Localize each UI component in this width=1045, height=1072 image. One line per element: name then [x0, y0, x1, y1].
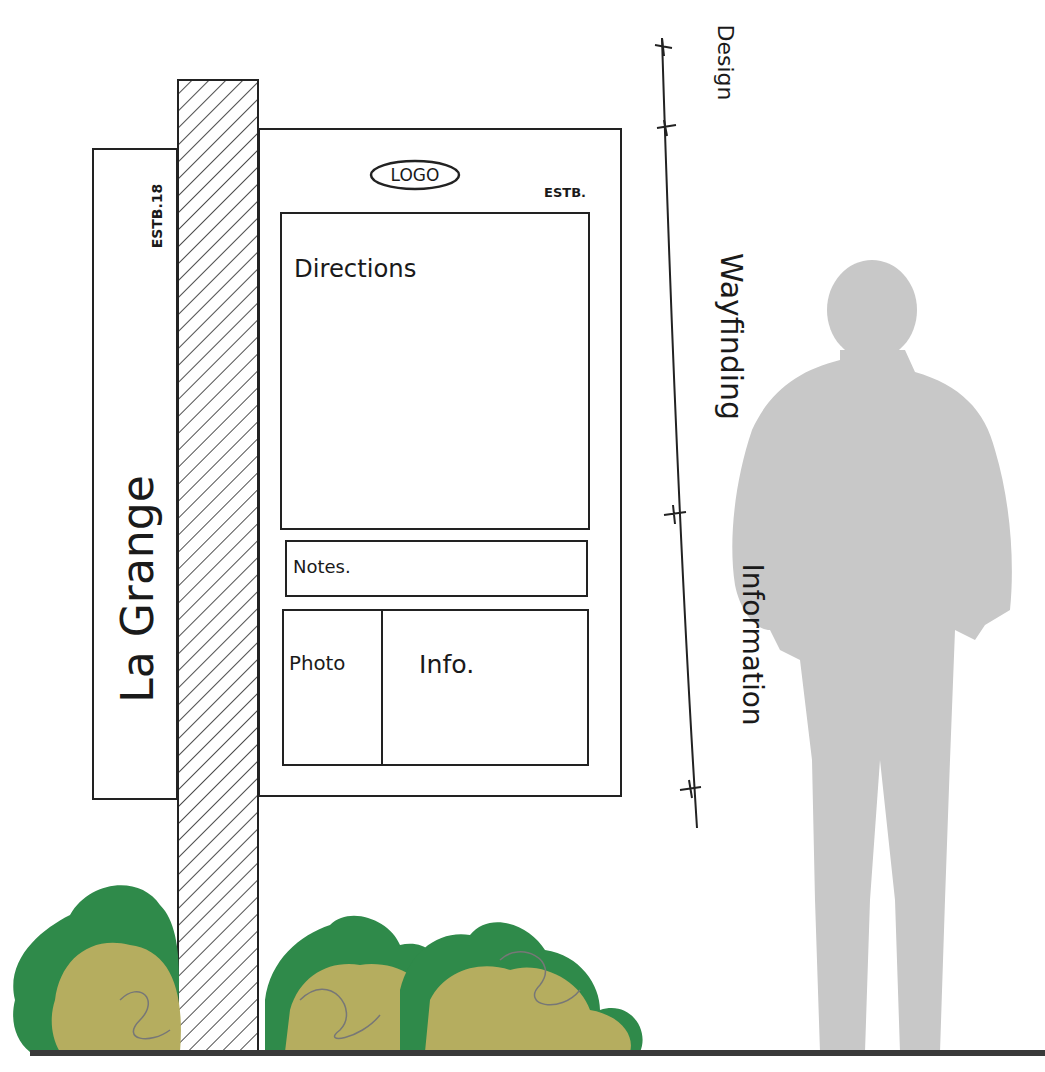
- oval-outline: [371, 161, 459, 189]
- photo-box: Photo: [283, 610, 383, 765]
- dimension-label: Design: [714, 24, 739, 100]
- shrubs: [13, 885, 642, 1052]
- node-text: Directions: [282, 214, 588, 283]
- dimension-line: [655, 38, 701, 828]
- node-text: Info.: [383, 610, 588, 679]
- photo-info-frame: [283, 610, 588, 765]
- established-text: ESTB.18: [149, 184, 165, 249]
- place-name: La Grange: [112, 475, 163, 703]
- person-silhouette: [732, 260, 1012, 1052]
- node-text: LOGO: [391, 165, 440, 185]
- dimension-label: Information: [736, 563, 769, 725]
- logo-oval: LOGO: [369, 159, 461, 191]
- established-text: ESTB.: [544, 185, 586, 200]
- sign-post: [178, 80, 258, 1052]
- ground-line: [30, 1050, 1045, 1056]
- directions-box: Directions: [280, 212, 590, 530]
- info-box: Info.: [383, 610, 588, 765]
- notes-box: Notes.: [285, 540, 588, 597]
- sign-panel: ESTB. LOGO DirectionsNotes. PhotoInfo.: [258, 128, 622, 797]
- node-text: Photo: [283, 610, 381, 675]
- sign-blade: La Grange ESTB.18: [92, 148, 178, 800]
- dimension-label: Wayfinding: [714, 252, 749, 419]
- node-text: Notes.: [287, 542, 586, 577]
